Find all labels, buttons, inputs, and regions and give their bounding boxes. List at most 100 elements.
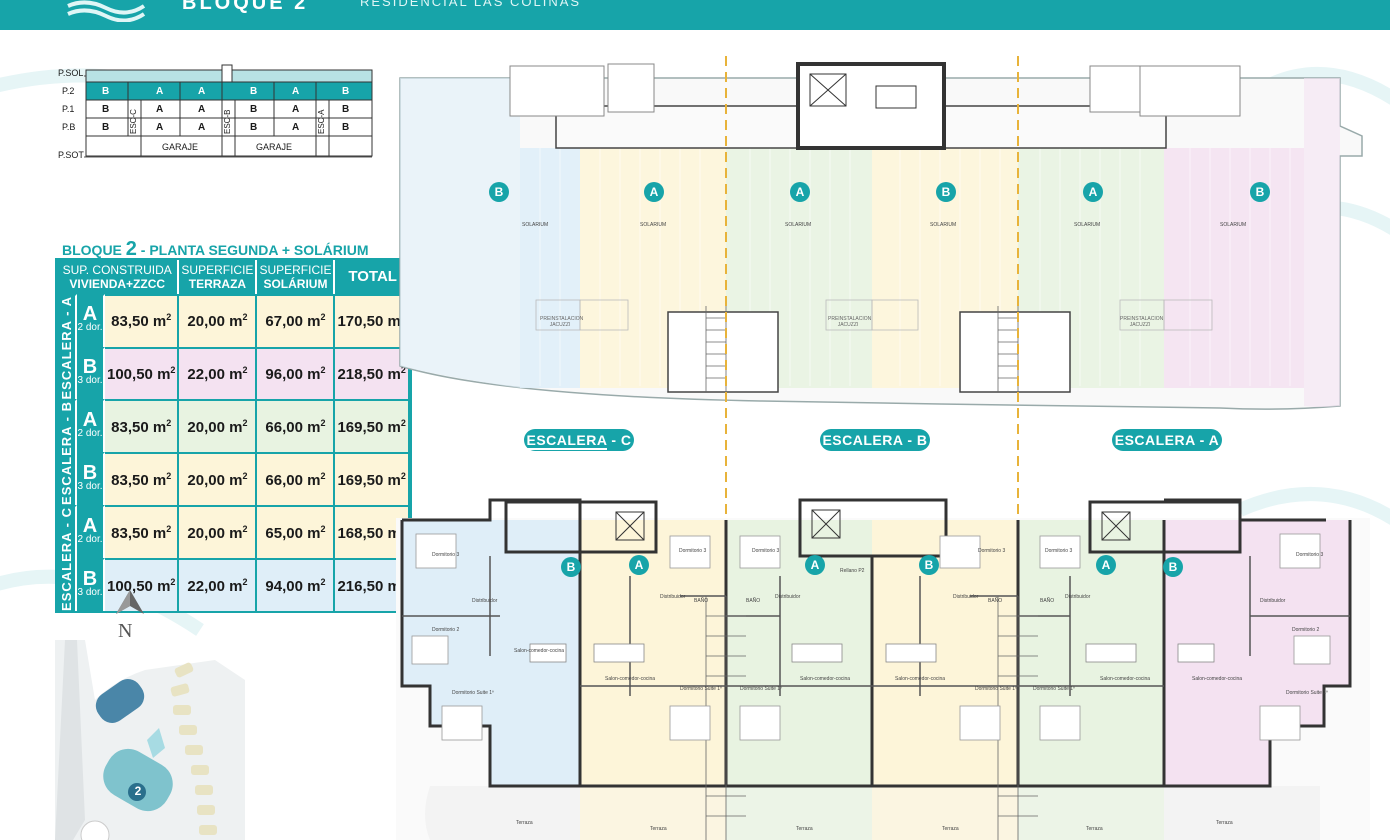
unit-exp: 2	[242, 417, 248, 428]
unit-marker: A	[629, 555, 649, 575]
unit-marker: A	[1096, 555, 1116, 575]
section-unit: B	[102, 104, 110, 115]
unit-exp: 2	[242, 365, 248, 376]
unit-exp: 2	[320, 365, 326, 376]
header-bar: BLOQUE 2 RESIDENCIAL LAS COLINAS	[0, 0, 1390, 30]
escalera-a-text: ESCALERA - A	[58, 296, 74, 400]
unit: m	[387, 471, 401, 489]
section-unit: B	[342, 104, 350, 115]
north-arrow-icon	[116, 590, 144, 614]
room-label: Salon-comedor-cocina	[514, 648, 565, 654]
room-label: Distribuidor	[775, 594, 801, 600]
unit-dorm: 2 dor.	[77, 322, 103, 334]
unit-exp: 2	[320, 523, 326, 534]
unit-exp: 2	[400, 365, 406, 376]
section-unit: A	[156, 122, 164, 133]
unit-dorm: 3 dor.	[77, 586, 103, 598]
unit-marker: B	[1250, 182, 1270, 202]
brand-logo-icon	[67, 0, 146, 22]
cell-construida: 83,50 m2	[105, 294, 180, 347]
section-unit: B	[342, 86, 350, 97]
unit: m	[307, 366, 321, 384]
cell-total: 169,50 m2	[335, 399, 410, 453]
unit: m	[307, 418, 321, 436]
unit: m	[152, 313, 167, 331]
room-label: Terraza	[1086, 826, 1103, 832]
unit-exp: 2	[320, 576, 326, 587]
level-label-p1: P.1	[62, 104, 75, 114]
unit-exp: 2	[242, 576, 248, 587]
value: 100,50	[107, 577, 153, 595]
section-stair-a: ESC-A	[317, 109, 326, 134]
section-stair-c: ESC-C	[129, 109, 138, 134]
room-label: SOLARIUM	[785, 222, 812, 228]
escalera-c-label: ESCALERA - C	[57, 505, 77, 612]
unit: m	[152, 418, 167, 436]
unit-exp: 2	[320, 417, 326, 428]
cell-construida: 83,50 m2	[105, 452, 180, 506]
room-label: Dormitorio 3	[432, 552, 460, 558]
escalera-c-badge: ESCALERA - C	[524, 429, 634, 451]
room-label: Dormitorio 3	[1045, 548, 1073, 554]
unit-exp: 2	[320, 470, 326, 481]
cell-construida: 83,50 m2	[105, 505, 180, 559]
cell-total: 218,50 m2	[335, 346, 410, 400]
unit-exp: 2	[400, 417, 406, 428]
level-label-pb: P.B	[62, 122, 76, 132]
room-label: Dormitorio Suite 1º	[1286, 690, 1328, 696]
col-header-construida: SUP. CONSTRUIDA VIVIENDA+ZZCC	[57, 260, 180, 294]
value: 169,50	[337, 471, 384, 489]
section-unit: B	[342, 122, 350, 133]
header-title: BLOQUE 2	[182, 0, 309, 14]
unit-type: A	[82, 303, 98, 326]
unit-marker: A	[1083, 182, 1103, 202]
unit-exp: 2	[166, 523, 172, 534]
cell-solarium: 94,00 m2	[257, 558, 336, 612]
areas-table: SUP. CONSTRUIDA VIVIENDA+ZZCC SUPERFICIE…	[55, 258, 412, 614]
unit: m	[307, 524, 321, 542]
unit-exp: 2	[242, 523, 248, 534]
room-label: Dormitorio 3	[679, 548, 707, 554]
unit-exp: 2	[170, 576, 176, 587]
unit-marker: B	[1163, 557, 1183, 577]
room-label: Salon-comedor-cocina	[1100, 676, 1151, 682]
section-unit: A	[198, 104, 206, 115]
cell-terraza: 20,00 m2	[179, 399, 258, 453]
unit-dorm: 3 dor.	[77, 375, 103, 387]
room-label: Salon-comedor-cocina	[895, 676, 946, 682]
room-label: BAÑO	[1040, 598, 1055, 604]
unit-type: A	[82, 408, 98, 431]
room-label: Distribuidor	[472, 598, 498, 604]
unit: m	[387, 366, 401, 384]
unit: m	[387, 418, 401, 436]
room-label: SOLARIUM	[522, 222, 549, 228]
col-header-total: TOTAL	[335, 260, 410, 294]
room-label: Terraza	[942, 826, 959, 832]
room-label: Distribuidor	[953, 594, 979, 600]
room-label: Dormitorio 3	[752, 548, 780, 554]
col-header-solarium-l2: SOLÁRIUM	[263, 277, 328, 291]
escalera-a-badge: ESCALERA - A	[1112, 429, 1222, 451]
room-label: Salon-comedor-cocina	[800, 676, 851, 682]
cell-solarium: 65,00 m2	[257, 505, 336, 559]
section-unit: A	[292, 104, 300, 115]
section-unit: A	[198, 122, 206, 133]
unit-marker: A	[790, 182, 810, 202]
cell-solarium: 66,00 m2	[257, 399, 336, 453]
col-header-terraza: SUPERFICIE TERRAZA	[179, 260, 258, 294]
unit-exp: 2	[242, 312, 248, 323]
room-label: Terraza	[1216, 820, 1233, 826]
unit-exp: 2	[166, 417, 172, 428]
room-label: Terraza	[650, 826, 667, 832]
unit-exp: 2	[400, 470, 406, 481]
col-header-solarium-l1: SUPERFICIE	[259, 263, 332, 277]
col-header-solarium: SUPERFICIE SOLÁRIUM	[257, 260, 336, 294]
unit: m	[229, 418, 243, 436]
table-title: BLOQUE 2 - PLANTA SEGUNDA + SOLÁRIUM	[62, 238, 369, 261]
room-label: Dormitorio 2	[432, 627, 460, 633]
unit: m	[152, 471, 167, 489]
room-label: Distribuidor	[1065, 594, 1091, 600]
